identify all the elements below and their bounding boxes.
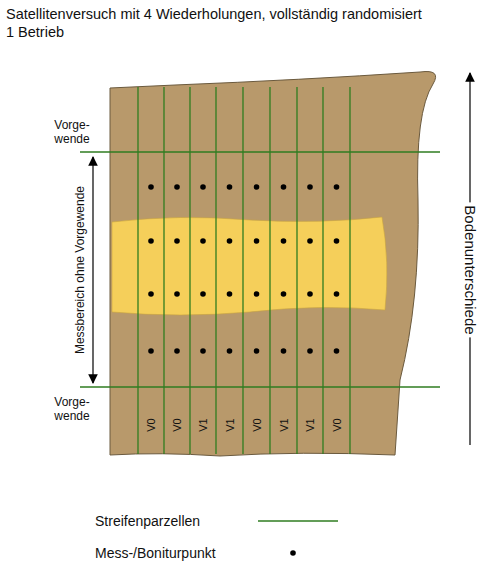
measurement-point — [148, 291, 154, 297]
strip-line — [349, 87, 350, 454]
measurement-point — [307, 238, 313, 244]
plot-treatment: V1 — [277, 418, 290, 431]
measurement-point — [174, 348, 180, 354]
measurement-point — [307, 291, 313, 297]
measure-range-arrow — [92, 157, 93, 383]
plot-treatment: V1 — [197, 418, 210, 431]
headland-line — [80, 386, 440, 387]
measurement-point — [200, 291, 206, 297]
measurement-point — [281, 184, 287, 190]
headland-label: Vorge- wende — [42, 396, 102, 424]
strip-line — [242, 87, 243, 454]
measurement-point — [148, 184, 154, 190]
soil-gradient-label: Bodenunterschiede — [460, 202, 479, 337]
plot-treatment: V0 — [250, 418, 263, 431]
strip-line — [296, 87, 297, 454]
measurement-point — [200, 238, 206, 244]
field-outline — [110, 72, 436, 457]
strip-line — [137, 87, 138, 454]
measurement-points — [148, 184, 339, 354]
soil-band — [112, 217, 387, 315]
measurement-point — [307, 184, 313, 190]
legend-line-sample — [258, 520, 338, 521]
measurement-point — [174, 238, 180, 244]
strip-line — [269, 87, 270, 454]
measurement-point — [334, 184, 340, 190]
plot-treatment: V0 — [171, 418, 184, 431]
measurement-point — [281, 291, 287, 297]
measurement-point — [254, 184, 260, 190]
measure-range-label: Messbereich ohne Vorgewende — [73, 183, 89, 357]
diagram-title: Satellitenversuch mit 4 Wiederholungen, … — [6, 6, 422, 23]
measurement-point — [200, 348, 206, 354]
measurement-point — [174, 291, 180, 297]
strip-line — [163, 87, 164, 454]
measurement-point — [227, 291, 233, 297]
measurement-point — [200, 184, 206, 190]
legend-text: Streifenparzellen — [95, 513, 200, 529]
measurement-point — [254, 291, 260, 297]
measurement-point — [281, 238, 287, 244]
legend-text: Mess-/Boniturpunkt — [95, 545, 216, 561]
legend-dot-sample — [290, 550, 296, 556]
strip-line — [215, 87, 216, 454]
measurement-point — [254, 348, 260, 354]
subtitle: 1 Betrieb — [6, 24, 64, 41]
strip-plot-lines — [138, 87, 350, 454]
strip-line — [322, 87, 323, 454]
plot-treatment: V1 — [223, 418, 236, 431]
measurement-point — [227, 184, 233, 190]
measurement-point — [334, 348, 340, 354]
measurement-point — [281, 348, 287, 354]
headland-line — [80, 151, 440, 152]
measurement-point — [227, 348, 233, 354]
measurement-point — [227, 238, 233, 244]
measurement-point — [148, 348, 154, 354]
measurement-point — [334, 238, 340, 244]
plot-treatment: V0 — [330, 418, 343, 431]
strip-line — [189, 87, 190, 454]
measurement-point — [148, 238, 154, 244]
headland-label: Vorge- wende — [42, 119, 102, 147]
plot-treatment: V1 — [304, 418, 317, 431]
measurement-point — [254, 238, 260, 244]
plot-treatment: V0 — [145, 418, 158, 431]
measurement-point — [307, 348, 313, 354]
measurement-point — [334, 291, 340, 297]
measurement-point — [174, 184, 180, 190]
